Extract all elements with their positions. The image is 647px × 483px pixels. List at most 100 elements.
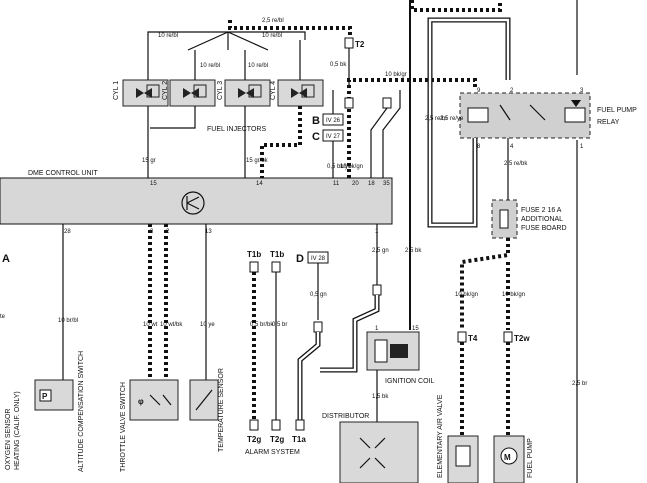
distributor-group: DISTRIBUTOR — [322, 413, 419, 483]
svg-text:P: P — [42, 392, 48, 401]
altitude-switch-label: ALTITUDE COMPENSATION SWITCH — [78, 351, 85, 472]
marker-b-label: B — [312, 115, 320, 127]
marker-d-label: D — [296, 253, 304, 265]
marker-d-box: IV 28 — [311, 256, 326, 262]
central-wires: 10 bk/gr 0,5 bk/ye 10 bk/gn — [327, 72, 477, 178]
marker-b: B IV 26 — [312, 90, 344, 127]
wire-label-w5: 0,5 bk — [330, 62, 347, 68]
relay-label: FUEL PUMP — [597, 107, 637, 114]
oxygen-sensor-label: OXYGEN SENSOR — [5, 409, 12, 470]
svg-text:M: M — [504, 453, 511, 462]
coil-pin-15: 15 — [412, 326, 419, 332]
ignition-coil-group: 2,5 gn 1 15 IGNITION COIL 2,5 bk 1,5 bk — [320, 224, 435, 422]
marker-b-box: IV 26 — [326, 118, 341, 124]
dme-pin-35: 35 — [383, 181, 390, 187]
wire-label-relay-87: 2,5 re/bk — [504, 161, 528, 167]
dme-pin-14: 14 — [256, 181, 263, 187]
cylinder-4-label: CYL 4 — [270, 81, 277, 100]
wire-label-thr1: 10 wt — [143, 322, 158, 328]
injector-group: CYL 1 CYL 2 CYL 3 CYL 4 — [113, 18, 352, 178]
fuse-label-3: FUSE BOARD — [521, 225, 567, 232]
dme-pin-15: 15 — [150, 181, 157, 187]
alarm-conn-5: T1a — [292, 435, 306, 444]
wire-label-inj-b: 10 re/bl — [200, 63, 220, 69]
marker-c-box: IV 27 — [326, 134, 341, 140]
wire-label-coil-sw: 2,5 bk — [405, 248, 422, 254]
alarm-conn-4: T2g — [270, 435, 284, 444]
fuse-label-1: FUSE 2 16 A — [521, 207, 562, 214]
wire-label-w2: 15 gr/bk — [246, 158, 269, 164]
temp-sensor-group: 10 ye TEMPERATURE SENSOR — [189, 224, 225, 452]
wire-label-thr2: 10 wt/bk — [160, 322, 183, 328]
dme-pin-28: 28 — [64, 229, 71, 235]
cylinder-1-label: CYL 1 — [113, 81, 120, 100]
wire-label-w1: 15 gr — [142, 158, 156, 164]
relay-pin-2: 2 — [510, 88, 514, 94]
relay-pin-9: 9 — [477, 88, 481, 94]
top-frame-wires — [409, 0, 578, 483]
pump-conn-label: T2w — [514, 334, 530, 343]
fuse-2: FUSE 2 16 A ADDITIONAL FUSE BOARD — [491, 199, 567, 239]
wire-label-w4: 10 bk/gn — [340, 164, 363, 170]
svg-text:φ: φ — [138, 397, 144, 406]
throttle-switch-label: THROTTLE VALVE SWITCH — [120, 382, 127, 472]
fuel-pump-relay: 9 2 8 4 1 3 FUEL PUMP RELAY 2,5 re/bl 2,… — [425, 17, 637, 228]
marker-a: A — [2, 253, 10, 265]
dme-label: DME CONTROL UNIT — [28, 170, 98, 177]
dme-pin-20: 20 — [352, 181, 359, 187]
wire-label-relay-out: 2,5 re/ye — [440, 116, 464, 122]
marker-c-label: C — [312, 131, 320, 143]
dme-pin-13: 13 — [205, 229, 212, 235]
wire-label-aux1: 10 bk/gn — [455, 292, 478, 298]
alarm-conn-2: T1b — [270, 250, 284, 259]
wire-label-dist: 1,5 bk — [372, 394, 389, 400]
coil-pin-1: 1 — [375, 326, 379, 332]
aux-air-valve-group: 10 bk/gn 10 bk/gn T4 T2w M ELEMENTARY AI… — [437, 238, 587, 483]
relay-pin-1: 1 — [580, 144, 584, 150]
marker-c: C IV 27 — [312, 129, 344, 178]
cylinder-4: CYL 4 — [260, 40, 324, 178]
connector-t2-label: T2 — [355, 40, 365, 49]
alarm-system-label: ALARM SYSTEM — [245, 449, 300, 456]
wire-label-d: 0,5 gn — [310, 292, 327, 298]
svg-text:HEATING (CALIF. ONLY): HEATING (CALIF. ONLY) — [14, 391, 21, 470]
throttle-valve-group: 10 wt 10 wt/bk φ THROTTLE VALVE SWITCH — [120, 224, 183, 472]
dme-pin-18: 18 — [368, 181, 375, 187]
wire-label-alarm2: 0,5 br — [272, 322, 287, 328]
wire-label-inj-c: 10 re/bl — [248, 63, 268, 69]
left-edge-fragment: te — [0, 314, 6, 320]
aux-air-valve-label: ELEMENTARY AIR VALVE — [437, 394, 444, 478]
oxygen-sensor-group: 10 br/bl P OXYGEN SENSOR HEATING (CALIF.… — [5, 224, 85, 472]
relay-pin-8: 8 — [477, 144, 481, 150]
svg-text:RELAY: RELAY — [597, 119, 620, 126]
temp-sensor-label: TEMPERATURE SENSOR — [218, 368, 225, 452]
cylinder-3-label: CYL 3 — [217, 81, 224, 100]
wire-label-alt: 10 br/bl — [58, 318, 78, 324]
wire-label-aux2: 10 bk/gn — [502, 292, 525, 298]
fuse-label-2: ADDITIONAL — [521, 216, 563, 223]
cylinder-2-label: CYL 2 — [162, 81, 169, 100]
ignition-coil-label: IGNITION COIL — [385, 378, 435, 385]
relay-pin-4: 4 — [510, 144, 514, 150]
wire-label-inj-d: 10 re/bl — [262, 33, 282, 39]
wire-label-relay-in: 2,5 re/bl — [425, 116, 447, 122]
alarm-system-group: T1b T1b 0,5 br/bk 0,5 br T2g T2g ALARM S… — [245, 250, 300, 456]
alarm-conn-1: T1b — [247, 250, 261, 259]
wire-label-w3: 0,5 bk/ye — [327, 164, 352, 170]
wire-label-bk-gr: 10 bk/gr — [385, 72, 407, 78]
aux-conn-label: T4 — [468, 334, 478, 343]
wire-label-temp: 10 ye — [200, 322, 215, 328]
wire-label-top: 2,5 re/bl — [262, 18, 284, 24]
wire-label-alarm1: 0,5 br/bk — [250, 322, 274, 328]
cylinder-1: CYL 1 — [113, 40, 169, 178]
fuel-pump-label: FUEL PUMP — [527, 438, 534, 478]
distributor-label: DISTRIBUTOR — [322, 413, 369, 420]
dme-control-unit: DME CONTROL UNIT 15 28 3 2 13 14 11 20 1… — [0, 170, 393, 235]
relay-pin-3: 3 — [580, 88, 584, 94]
fuel-injectors-label: FUEL INJECTORS — [207, 126, 266, 133]
cylinder-2: CYL 2 — [150, 50, 216, 129]
wire-label-inj-a: 10 re/bl — [158, 33, 178, 39]
marker-d-group: D IV 28 0,5 gn T1a — [292, 251, 329, 444]
wire-label-ext-br: 2,5 br — [572, 381, 587, 387]
